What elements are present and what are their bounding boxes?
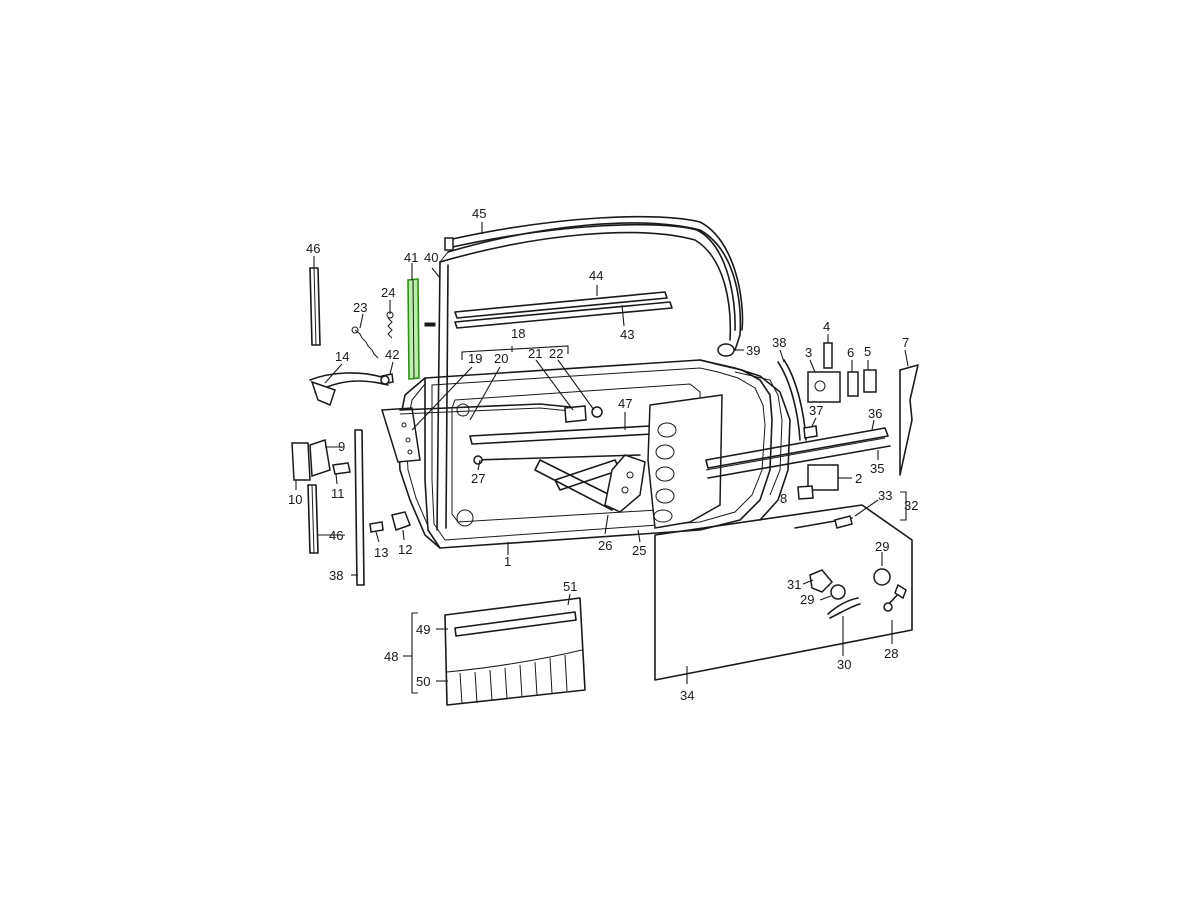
callout-46-a: 46 xyxy=(306,241,320,256)
callout-41: 41 xyxy=(404,250,418,265)
callout-47: 47 xyxy=(618,396,632,411)
window-rail-43[interactable] xyxy=(424,301,673,329)
callout-10: 10 xyxy=(288,492,302,507)
callout-32: 32 xyxy=(904,498,918,513)
callout-43: 43 xyxy=(620,327,634,342)
callout-34: 34 xyxy=(680,688,694,703)
callout-51: 51 xyxy=(563,579,577,594)
lock-parts-21-22[interactable] xyxy=(564,405,603,423)
callout-46-b: 46 xyxy=(329,528,343,543)
callout-12: 12 xyxy=(398,542,412,557)
callout-9: 9 xyxy=(338,439,345,454)
callout-29-b: 29 xyxy=(800,592,814,607)
spring-23[interactable] xyxy=(351,326,379,359)
callout-28: 28 xyxy=(884,646,898,661)
callout-35: 35 xyxy=(870,461,884,476)
callout-45: 45 xyxy=(472,206,486,221)
spring-24[interactable] xyxy=(386,311,394,339)
seal-38-lower[interactable] xyxy=(354,429,365,586)
callout-25: 25 xyxy=(632,543,646,558)
callout-6: 6 xyxy=(847,345,854,360)
callout-39: 39 xyxy=(746,343,760,358)
callout-38-a: 38 xyxy=(772,335,786,350)
door-check-14[interactable] xyxy=(309,372,390,407)
callout-7: 7 xyxy=(902,335,909,350)
callout-11: 11 xyxy=(331,486,345,501)
callout-44: 44 xyxy=(589,268,603,283)
hinge-plate-5[interactable] xyxy=(863,369,877,393)
callout-38-b: 38 xyxy=(329,568,343,583)
knob-29-b[interactable] xyxy=(830,584,846,600)
seal-strip-46-lower[interactable] xyxy=(307,484,319,554)
callout-4: 4 xyxy=(823,319,830,334)
bolt-8[interactable] xyxy=(797,485,814,500)
hinge-2[interactable] xyxy=(807,464,839,491)
callout-22: 22 xyxy=(549,346,563,361)
callout-29-a: 29 xyxy=(875,539,889,554)
window-guide-channel-41[interactable] xyxy=(407,278,420,380)
callout-42: 42 xyxy=(385,347,399,362)
bushing-39[interactable] xyxy=(717,343,735,357)
callout-18: 18 xyxy=(511,326,525,341)
seal-strip-46-upper[interactable] xyxy=(309,267,321,346)
callout-23: 23 xyxy=(353,300,367,315)
callout-49: 49 xyxy=(416,622,430,637)
callout-24: 24 xyxy=(381,285,395,300)
callout-37: 37 xyxy=(809,403,823,418)
screw-37[interactable] xyxy=(803,425,818,439)
striker-9[interactable] xyxy=(309,439,331,478)
bolt-11[interactable] xyxy=(332,462,351,475)
door-trim-panel-34[interactable] xyxy=(654,504,913,681)
knob-29-a[interactable] xyxy=(873,568,891,586)
door-handle-rod-19-20[interactable] xyxy=(399,403,581,415)
callout-13: 13 xyxy=(374,545,388,560)
inner-panel-25[interactable] xyxy=(647,394,723,529)
callout-30: 30 xyxy=(837,657,851,672)
striker-plate-10[interactable] xyxy=(291,442,311,481)
callout-1: 1 xyxy=(504,554,511,569)
window-rail-44[interactable] xyxy=(454,291,668,319)
callout-33: 33 xyxy=(878,488,892,503)
hinge-plate-left[interactable] xyxy=(381,407,421,463)
window-crank-28[interactable] xyxy=(883,583,907,612)
callout-labels: 1 2 3 4 5 6 7 8 9 10 11 12 13 14 18 19 2… xyxy=(288,206,918,703)
callout-14: 14 xyxy=(335,349,349,364)
pull-handle-30[interactable] xyxy=(827,597,861,619)
callout-5: 5 xyxy=(864,344,871,359)
armrest-handle-33[interactable] xyxy=(794,515,853,529)
door-shell[interactable] xyxy=(397,359,791,549)
door-pocket-48[interactable] xyxy=(444,597,586,706)
escutcheon-31[interactable] xyxy=(809,569,834,593)
trim-7[interactable] xyxy=(899,364,919,476)
callout-50: 50 xyxy=(416,674,430,689)
callout-8: 8 xyxy=(780,491,787,506)
callout-3: 3 xyxy=(805,345,812,360)
leader-lines xyxy=(295,222,909,694)
callout-2: 2 xyxy=(855,471,862,486)
callout-27: 27 xyxy=(471,471,485,486)
hinge-3[interactable] xyxy=(807,371,841,403)
callout-40: 40 xyxy=(424,250,438,265)
callout-31: 31 xyxy=(787,577,801,592)
sill-strip-35-36[interactable] xyxy=(705,427,891,479)
callout-26: 26 xyxy=(598,538,612,553)
callout-19: 19 xyxy=(468,351,482,366)
weatherstrip-upper[interactable] xyxy=(444,215,744,331)
window-regulator-26[interactable] xyxy=(534,454,646,513)
callout-48: 48 xyxy=(384,649,398,664)
callout-36: 36 xyxy=(868,406,882,421)
screw-13[interactable] xyxy=(369,521,384,533)
bolt-4[interactable] xyxy=(823,342,833,369)
plate-12[interactable] xyxy=(391,511,411,531)
callout-21: 21 xyxy=(528,346,542,361)
callout-20: 20 xyxy=(494,351,508,366)
hinge-plate-6[interactable] xyxy=(847,371,859,397)
